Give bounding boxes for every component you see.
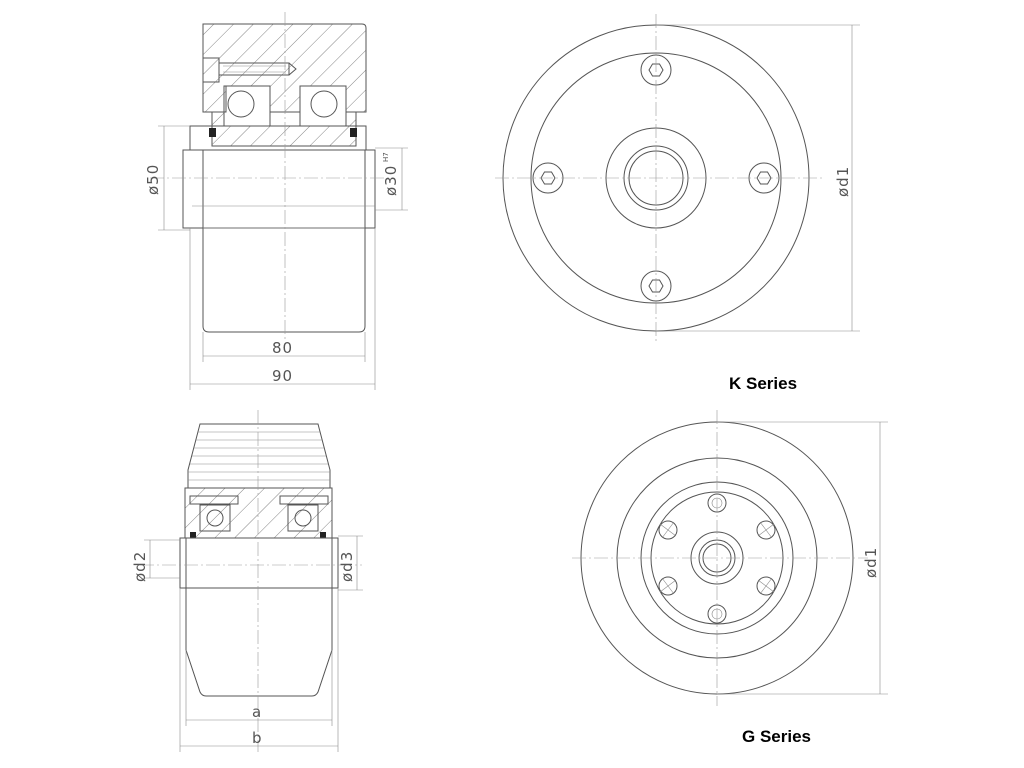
k-series-label: K Series — [729, 374, 798, 393]
g-series-side-view: ød2 ød3 a b — [131, 410, 363, 752]
g-dim-a: a — [252, 703, 262, 721]
g-dim-b: b — [252, 729, 263, 747]
k-dim-d50: ø50 — [144, 164, 162, 195]
k-dim-d30: ø30 — [382, 165, 400, 196]
g-dim-d3: ød3 — [338, 551, 356, 582]
g-series-front-view: ød1 — [572, 410, 888, 706]
k-dim-d30-tolerance: H7 — [382, 152, 390, 162]
g-series-label: G Series — [742, 727, 811, 746]
g-hole-upper-right — [756, 520, 776, 540]
k-dim-d1: ød1 — [834, 166, 852, 197]
g-dim-d2: ød2 — [131, 551, 149, 582]
k-series-front-view: ød1 — [495, 14, 860, 342]
k-series-side-view: ø50 ø30 H7 80 90 — [144, 12, 408, 390]
g-hole-lower-right — [756, 576, 776, 596]
g-hole-lower-left — [658, 576, 678, 596]
k-dim-80: 80 — [272, 339, 293, 357]
k-dim-90: 90 — [272, 367, 293, 385]
g-hole-upper-left — [658, 520, 678, 540]
g-dim-d1: ød1 — [862, 547, 880, 578]
